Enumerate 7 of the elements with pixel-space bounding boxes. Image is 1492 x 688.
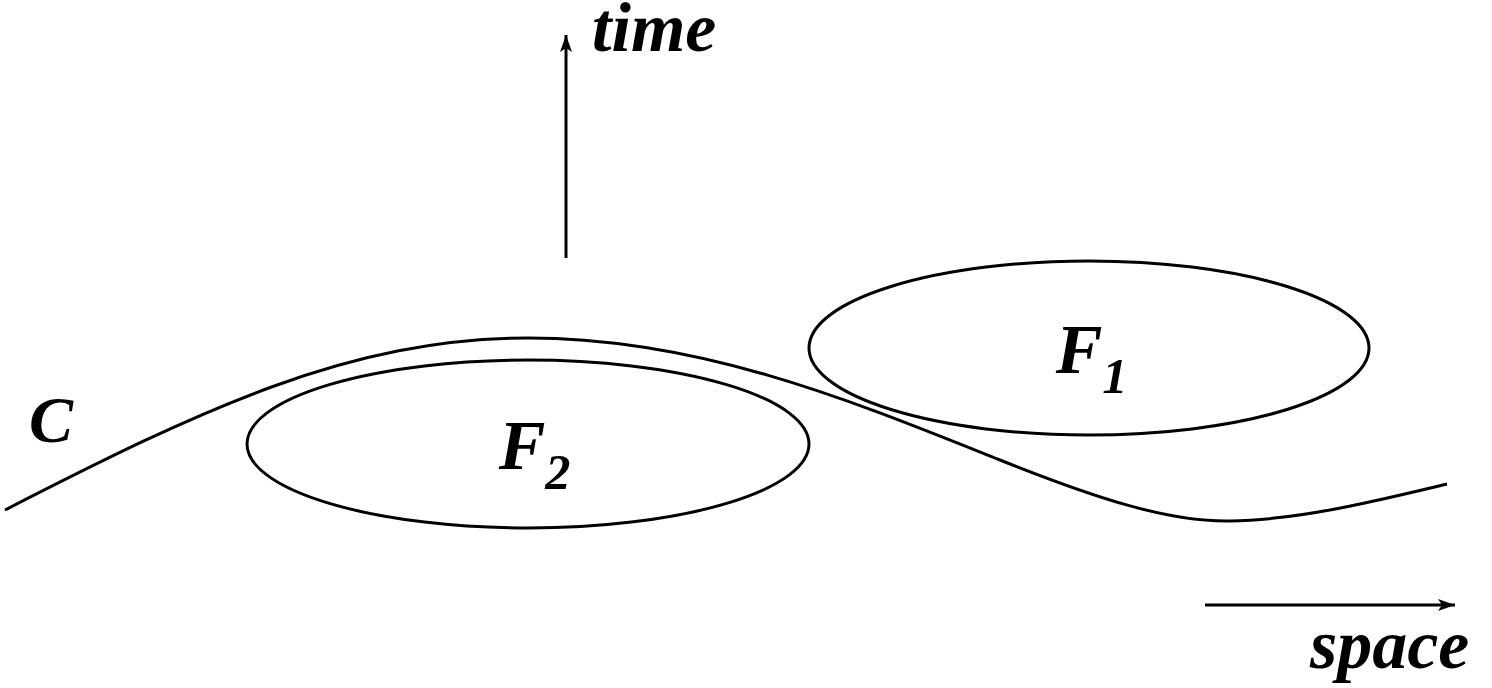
ellipse <box>245 358 811 530</box>
axis-label: time <box>592 0 717 56</box>
curve-label: C <box>29 392 74 449</box>
ellipse-label: F$_{2}$ <box>497 411 572 497</box>
axis-label: space <box>1310 605 1470 685</box>
ellipse <box>807 259 1371 437</box>
ellipse-label: F$_{1}$ <box>1054 315 1129 401</box>
